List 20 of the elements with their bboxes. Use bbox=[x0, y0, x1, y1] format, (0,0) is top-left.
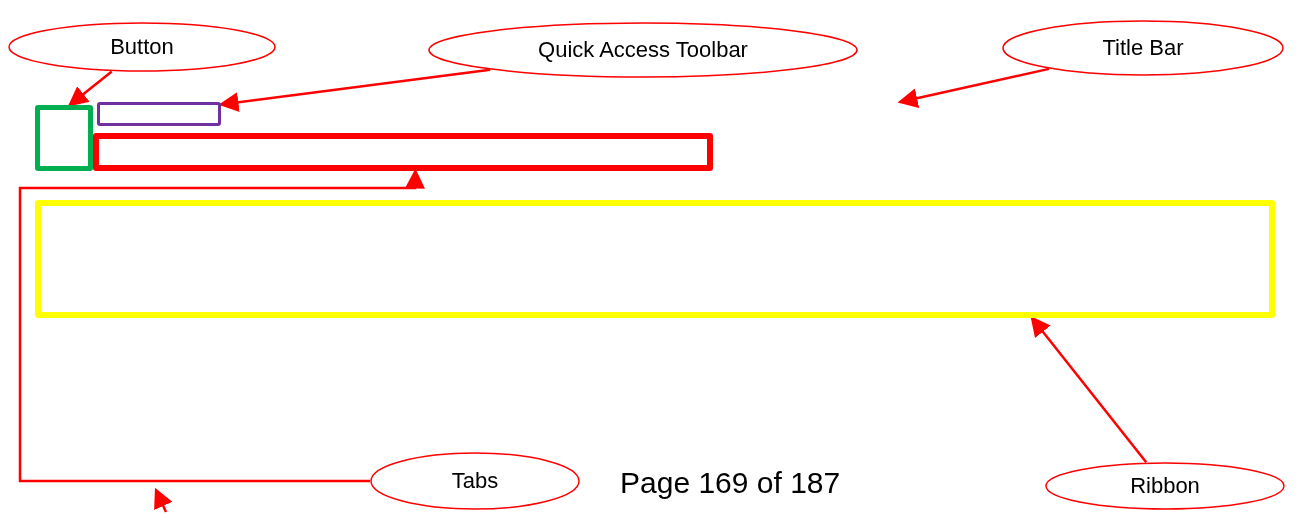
callout-text: Quick Access Toolbar bbox=[538, 37, 748, 63]
callout-ellipse bbox=[8, 22, 276, 72]
toolbar-outline bbox=[97, 102, 221, 126]
arrow bbox=[18, 168, 425, 483]
button-outline bbox=[35, 105, 93, 171]
tabs-outline bbox=[93, 133, 713, 171]
callout-ellipse bbox=[370, 452, 580, 510]
callout-text: Title Bar bbox=[1102, 35, 1184, 61]
ribbon-outline bbox=[35, 200, 1275, 318]
arrow bbox=[1030, 316, 1148, 464]
arrow bbox=[218, 68, 491, 113]
callout-text: Button bbox=[110, 34, 174, 60]
arrow bbox=[897, 67, 1050, 108]
page-number: Page 169 of 187 bbox=[620, 466, 841, 500]
callout-ellipse bbox=[1002, 20, 1284, 76]
callout-text: Tabs bbox=[451, 468, 499, 494]
callout-ellipse bbox=[428, 22, 858, 78]
callout-text: Ribbon bbox=[1130, 473, 1200, 499]
callout-ellipse bbox=[1045, 462, 1285, 510]
arrow bbox=[67, 70, 113, 107]
